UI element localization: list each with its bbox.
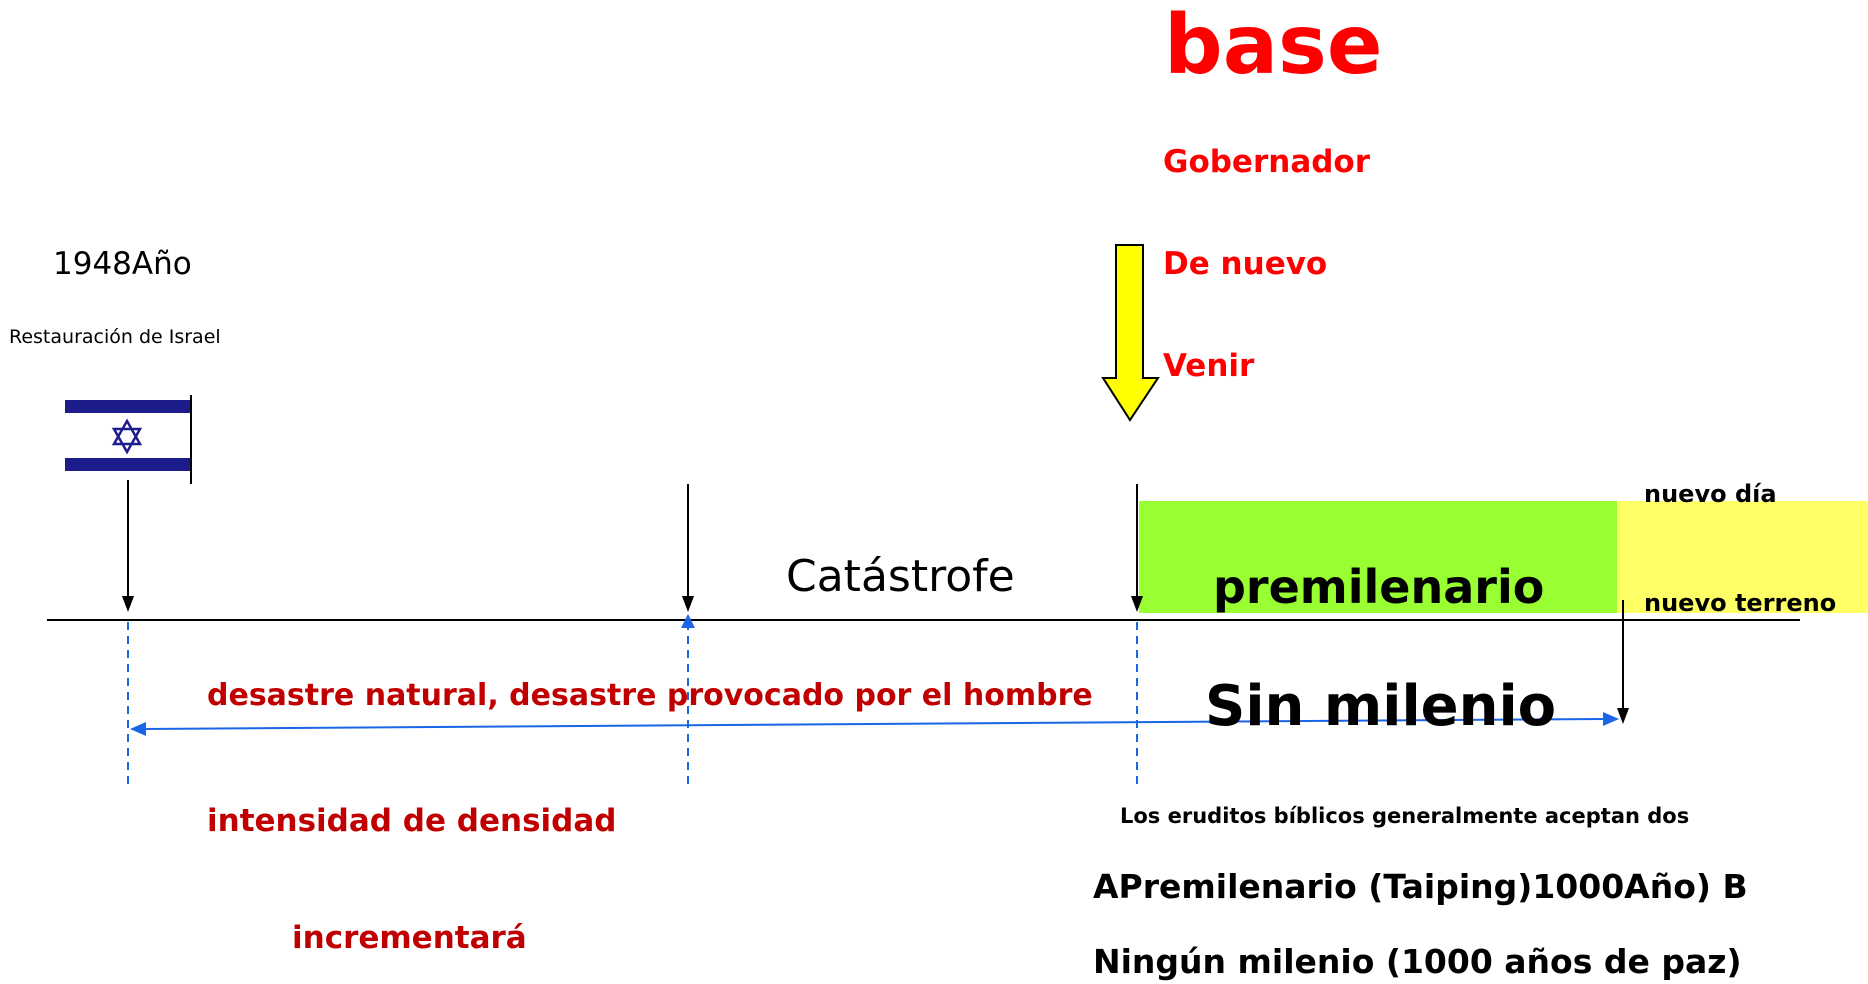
disasters-line-2: intensidad de densidad [207,803,617,839]
page-title: base [1164,0,1383,93]
arrow-new-earth [1617,600,1629,724]
premillennial-label: premilenario [1213,560,1545,614]
coming-line-1: Gobernador [1163,144,1371,180]
coming-line-2: De nuevo [1163,246,1328,282]
coming-line-3: Venir [1163,348,1255,384]
amillennial-label: Sin milenio [1205,674,1557,739]
tribulation-label: Catástrofe [786,551,1015,602]
disasters-line-1: desastre natural, desastre provocado por… [207,678,1093,713]
new-day-label: nuevo día [1644,480,1777,508]
scholars-option-a: APremilenario (Taiping)1000Año) B [1093,867,1748,906]
scholars-option-b: Ningún milenio (1000 años de paz) [1093,942,1742,981]
disasters-line-3: incrementará [292,920,527,956]
nuevo-dia-block [1617,501,1868,613]
arrow-coming [1131,484,1143,612]
israel-caption: Restauración de Israel [9,326,221,348]
israel-flag-icon [65,395,192,484]
blue-double-arrow [130,712,1619,736]
premilenario-block [1139,501,1617,613]
yellow-down-arrow-icon [1101,244,1160,422]
arrow-1948 [122,480,134,612]
israel-year: 1948Año [53,246,192,282]
arrow-tribulation [682,484,694,612]
new-earth-label: nuevo terreno [1644,589,1837,617]
scholars-intro: Los eruditos bíblicos generalmente acept… [1120,804,1690,828]
star-of-david-icon [111,418,143,455]
tribulation-up-arrowhead [681,614,695,628]
